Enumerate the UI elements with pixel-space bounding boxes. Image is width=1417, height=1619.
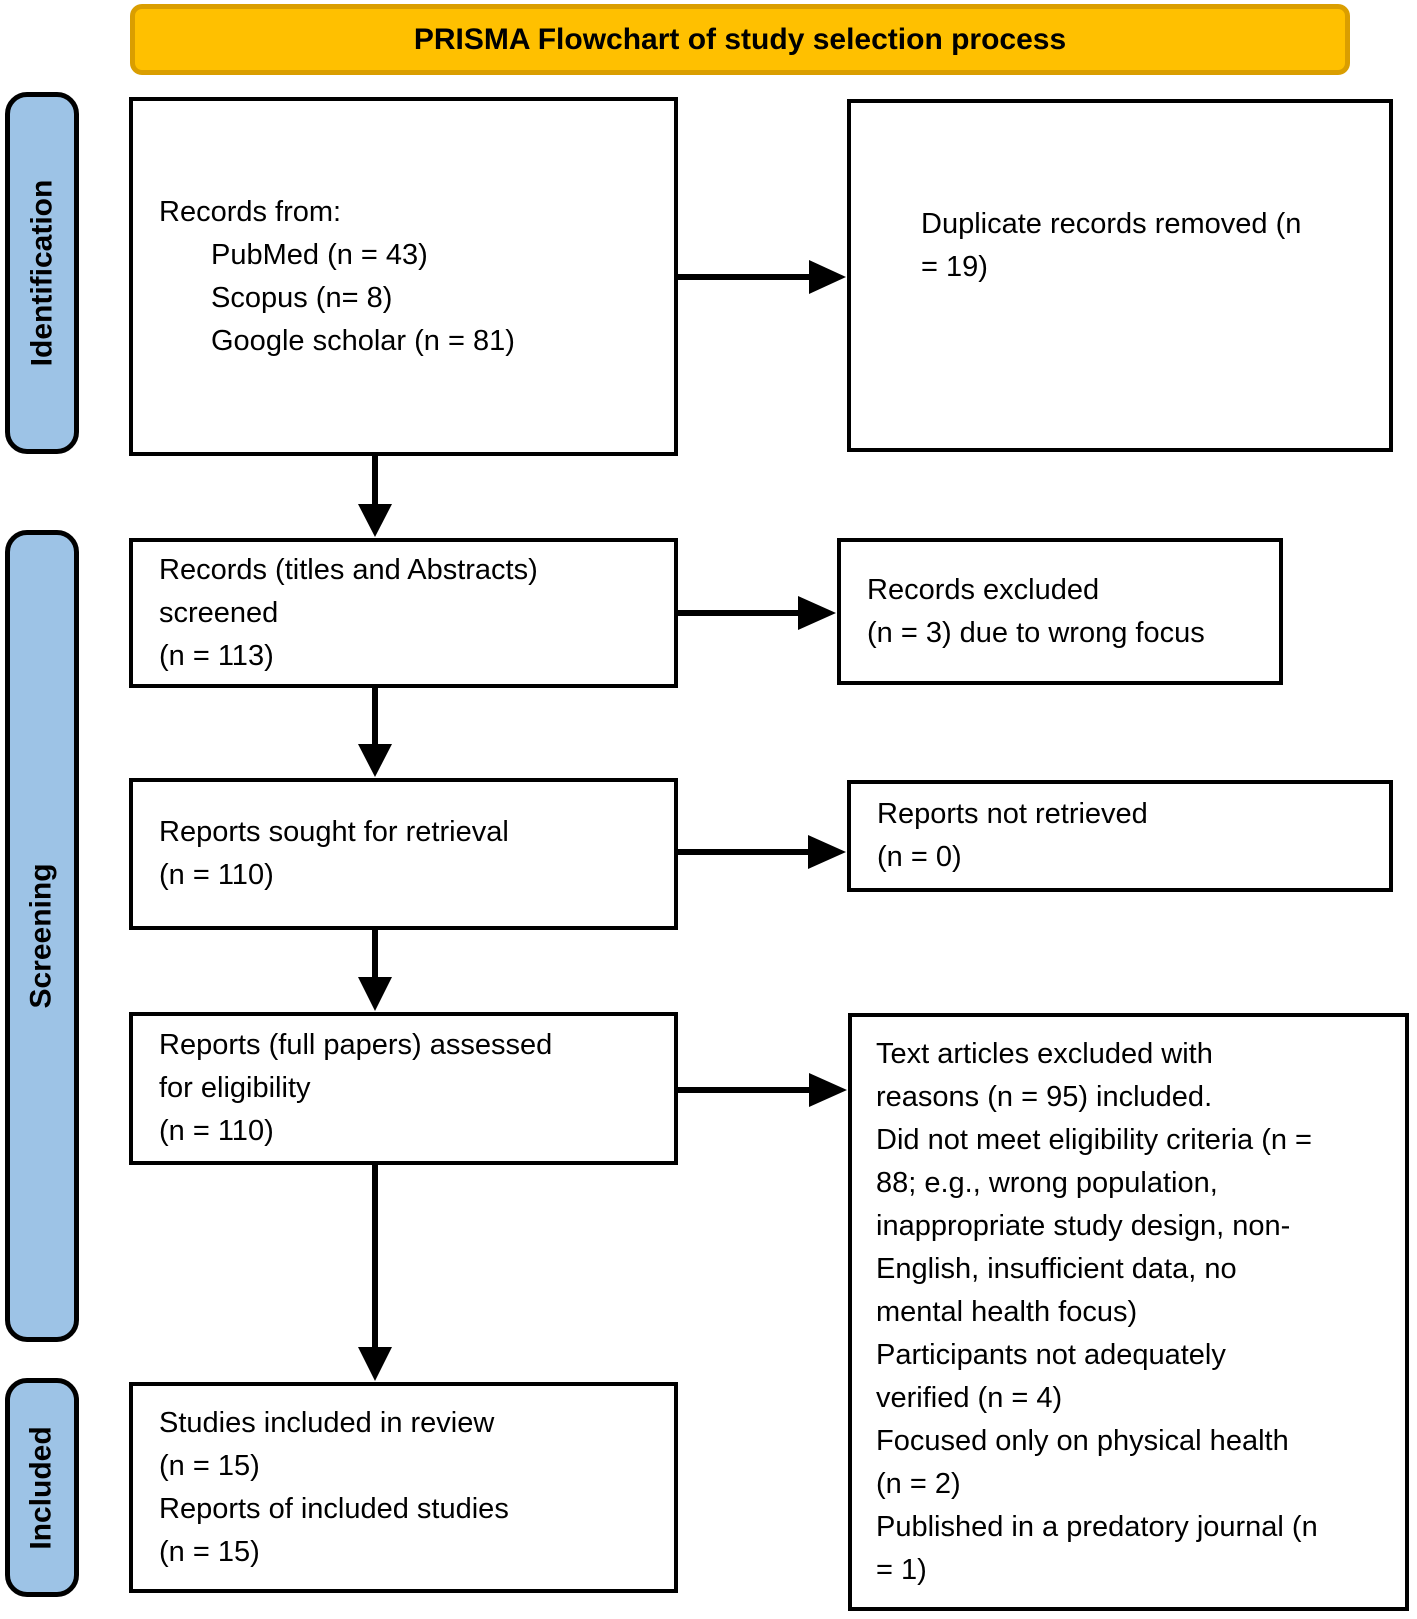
box-articles-excluded-line: Did not meet eligibility criteria (n = xyxy=(876,1123,1312,1156)
stage-label-identification-text: Identification xyxy=(25,179,59,367)
stage-label-screening-text: Screening xyxy=(25,863,58,1009)
arrow-records-to-screened xyxy=(358,456,392,537)
box-studies-included-line: (n = 15) xyxy=(159,1535,260,1568)
box-articles-excluded-line: English, insufficient data, no xyxy=(876,1252,1237,1285)
arrow-records-to-duplicates xyxy=(678,260,846,294)
box-records-screened-line: (n = 113) xyxy=(159,639,274,672)
arrow-assessed-to-articles-excluded xyxy=(678,1073,847,1107)
box-articles-excluded-line: mental health focus) xyxy=(876,1295,1138,1328)
box-articles-excluded-line: Published in a predatory journal (n xyxy=(876,1510,1318,1543)
box-duplicate-records-removed-line: = 19) xyxy=(921,250,988,283)
box-records-from-line: Scopus (n= 8) xyxy=(211,281,393,314)
box-reports-sought-line: (n = 110) xyxy=(159,859,274,891)
box-articles-excluded-line: 88; e.g., wrong population, xyxy=(876,1166,1218,1199)
box-reports-not-retrieved-line: (n = 0) xyxy=(877,841,962,873)
arrow-sought-to-assessed xyxy=(358,930,392,1011)
box-articles-excluded-line: = 1) xyxy=(876,1553,927,1586)
box-articles-excluded-line: reasons (n = 95) included. xyxy=(876,1080,1213,1113)
box-reports-not-retrieved: Reports not retrieved (n = 0) xyxy=(847,780,1393,892)
stage-label-identification: Identification xyxy=(5,92,79,454)
arrow-screened-to-sought xyxy=(358,688,392,777)
box-records-excluded-line: (n = 3) due to wrong focus xyxy=(867,616,1205,649)
box-records-excluded-line: Records excluded xyxy=(867,573,1100,606)
box-duplicate-records-removed-line: Duplicate records removed (n xyxy=(921,207,1302,240)
box-records-from: Records from: PubMed (n = 43) Scopus (n=… xyxy=(129,97,678,456)
box-reports-assessed: Reports (full papers) assessed for eligi… xyxy=(129,1012,678,1165)
box-articles-excluded-line: Focused only on physical health xyxy=(876,1424,1289,1457)
box-studies-included: Studies included in review (n = 15) Repo… xyxy=(129,1382,678,1593)
arrow-sought-to-not-retrieved xyxy=(678,835,846,869)
box-articles-excluded-line: (n = 2) xyxy=(876,1467,961,1500)
box-articles-excluded-line: Participants not adequately xyxy=(876,1338,1226,1371)
stage-label-screening: Screening xyxy=(5,530,79,1342)
box-records-from-line: Records from: xyxy=(159,195,342,228)
box-reports-assessed-line: for eligibility xyxy=(159,1072,311,1104)
box-reports-assessed-line: Reports (full papers) assessed xyxy=(159,1029,553,1061)
box-reports-not-retrieved-line: Reports not retrieved xyxy=(877,798,1148,830)
arrow-screened-to-excluded xyxy=(678,596,836,630)
box-articles-excluded-line: Text articles excluded with xyxy=(876,1037,1213,1070)
box-studies-included-line: Reports of included studies xyxy=(159,1492,509,1525)
box-duplicate-records-removed: Duplicate records removed (n = 19) xyxy=(847,99,1393,452)
box-reports-assessed-line: (n = 110) xyxy=(159,1115,274,1147)
box-studies-included-line: Studies included in review xyxy=(159,1406,495,1439)
box-articles-excluded-line: verified (n = 4) xyxy=(876,1381,1063,1414)
stage-label-included: Included xyxy=(5,1378,79,1597)
chart-title: PRISMA Flowchart of study selection proc… xyxy=(413,22,1067,56)
box-reports-sought-line: Reports sought for retrieval xyxy=(159,816,509,848)
arrow-assessed-to-included xyxy=(358,1165,392,1381)
chart-title-banner: PRISMA Flowchart of study selection proc… xyxy=(130,4,1350,75)
box-records-screened: Records (titles and Abstracts) screened … xyxy=(129,538,678,688)
box-records-from-line: PubMed (n = 43) xyxy=(211,238,428,271)
box-articles-excluded-line: inappropriate study design, non- xyxy=(876,1209,1291,1242)
box-records-excluded: Records excluded (n = 3) due to wrong fo… xyxy=(837,538,1283,685)
box-articles-excluded: Text articles excluded with reasons (n =… xyxy=(848,1013,1409,1611)
box-records-screened-line: Records (titles and Abstracts) xyxy=(159,553,538,586)
box-records-screened-line: screened xyxy=(159,596,279,629)
box-studies-included-line: (n = 15) xyxy=(159,1449,260,1482)
box-reports-sought: Reports sought for retrieval (n = 110) xyxy=(129,778,678,930)
box-records-from-line: Google scholar (n = 81) xyxy=(211,324,515,357)
stage-label-included-text: Included xyxy=(25,1425,58,1550)
